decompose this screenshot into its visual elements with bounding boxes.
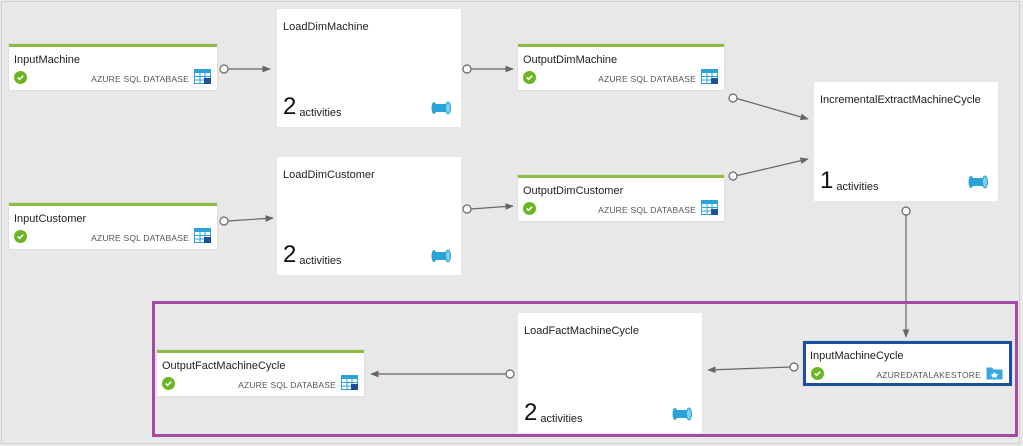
dataset-input-machine-cycle[interactable]: InputMachineCycle AZUREDATALAKESTORE: [803, 341, 1012, 386]
dataset-type: AZURE SQL DATABASE: [91, 74, 189, 84]
dataset-title: OutputDimCustomer: [523, 185, 624, 197]
sql-table-icon: [194, 228, 211, 243]
pipeline-title: LoadDimCustomer: [283, 169, 375, 181]
dataset-output-dim-customer[interactable]: OutputDimCustomer AZURE SQL DATABASE: [518, 175, 724, 221]
edge-inputmachinecycle-loadfact[interactable]: [707, 366, 792, 374]
dataset-output-dim-machine[interactable]: OutputDimMachine AZURE SQL DATABASE: [518, 44, 724, 90]
port-inputmachine-out[interactable]: [219, 64, 229, 74]
dataset-title: OutputDimMachine: [523, 54, 618, 66]
sql-table-icon: [194, 69, 211, 84]
dataset-output-fact-machine-cycle[interactable]: OutputFactMachineCycle AZURE SQL DATABAS…: [157, 350, 364, 396]
dataset-input-customer[interactable]: InputCustomer AZURE SQL DATABASE: [9, 203, 217, 249]
success-check-icon: [162, 377, 175, 390]
dataset-type: AZURE SQL DATABASE: [598, 205, 696, 215]
edge-loaddimcustomer-outputdimcustomer[interactable]: [470, 203, 514, 210]
port-loadfact-out[interactable]: [505, 369, 515, 379]
port-inputcustomer-out[interactable]: [219, 216, 229, 226]
dataset-type: AZURE SQL DATABASE: [238, 380, 336, 390]
pipeline-title: LoadFactMachineCycle: [524, 325, 639, 337]
success-check-icon: [14, 230, 27, 243]
sql-table-icon: [341, 375, 358, 390]
data-lake-folder-icon: [986, 367, 1003, 380]
dataset-title: InputMachineCycle: [810, 350, 904, 362]
pipeline-title: IncrementalExtractMachineCycle: [820, 94, 981, 106]
success-check-icon: [523, 202, 536, 215]
dataset-title: OutputFactMachineCycle: [162, 360, 286, 372]
pipeline-icon: [431, 101, 451, 115]
port-outputdimcustomer-out[interactable]: [728, 171, 738, 181]
port-incremental-out[interactable]: [901, 206, 911, 216]
dataset-title: InputMachine: [14, 54, 81, 66]
port-loaddimcustomer-out[interactable]: [462, 204, 472, 214]
sql-table-icon: [701, 200, 718, 215]
dataset-input-machine[interactable]: InputMachine AZURE SQL DATABASE: [9, 44, 217, 90]
success-check-icon: [523, 71, 536, 84]
success-check-icon: [811, 367, 824, 380]
edge-inputcustomer-loaddimcustomer[interactable]: [227, 215, 274, 222]
port-inputmachinecycle-out[interactable]: [789, 362, 799, 372]
pipeline-icon: [672, 407, 692, 421]
dataset-type: AZURE SQL DATABASE: [91, 233, 189, 243]
dataset-title: InputCustomer: [14, 213, 87, 225]
sql-table-icon: [701, 69, 718, 84]
port-loaddimmachine-out[interactable]: [462, 64, 472, 74]
edge-outputdimcustomer-incremental[interactable]: [734, 157, 809, 177]
edge-outputdimmachine-incremental[interactable]: [734, 97, 809, 121]
port-outputdimmachine-out[interactable]: [728, 93, 738, 103]
dataset-type: AZURE SQL DATABASE: [598, 74, 696, 84]
success-check-icon: [14, 71, 27, 84]
pipeline-icon: [431, 249, 451, 263]
pipeline-title: LoadDimMachine: [283, 21, 369, 33]
dataset-type: AZUREDATALAKESTORE: [876, 370, 981, 380]
pipeline-icon: [968, 175, 988, 189]
